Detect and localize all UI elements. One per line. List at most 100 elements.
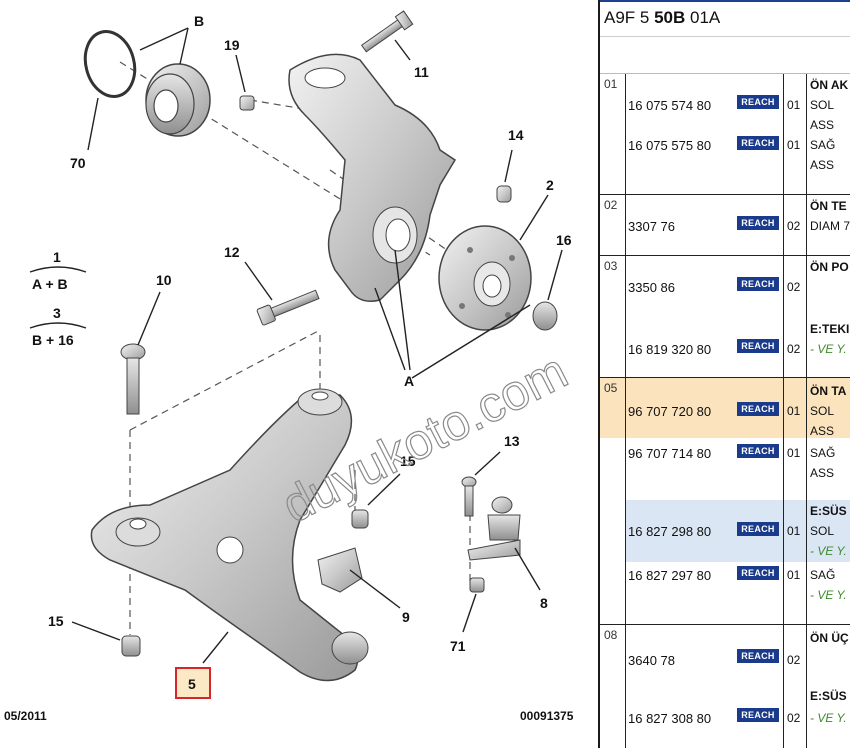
- bush-part: [496, 185, 512, 203]
- callout-71: 71: [450, 638, 466, 654]
- group-03: 03 3350 86 REACH 02 16 819 320 80 REACH …: [600, 256, 850, 378]
- callout-15-lower: 15: [48, 613, 64, 629]
- callout-19: 19: [224, 37, 240, 53]
- callout-11: 11: [414, 64, 429, 80]
- group-01: 01 16 075 574 80 REACH 01 16 075 575 80 …: [600, 74, 850, 195]
- description: ASS: [810, 158, 835, 172]
- quantity: 01: [787, 404, 801, 418]
- ball-joint-nut-part: [469, 577, 485, 593]
- part-number[interactable]: 3350 86: [628, 280, 675, 295]
- bush-15-upper: [351, 509, 369, 529]
- description-note: - VE Y.: [810, 544, 847, 558]
- steering-knuckle-part: [288, 53, 457, 302]
- group-number: 03: [604, 259, 618, 273]
- ball-joint-part: [467, 496, 521, 561]
- svg-text:1: 1: [53, 249, 61, 265]
- part-number[interactable]: 96 707 714 80: [628, 446, 712, 461]
- part-number[interactable]: 16 827 308 80: [628, 711, 712, 726]
- reach-badge: REACH: [737, 339, 779, 353]
- group-number: 02: [604, 198, 618, 212]
- callout-14: 14: [508, 127, 524, 143]
- part-number[interactable]: 96 707 720 80: [628, 404, 712, 419]
- panel-spacer: [600, 37, 850, 74]
- description: DIAM 7: [810, 219, 850, 233]
- reach-badge: REACH: [737, 566, 779, 580]
- arm-bolt-part: [120, 343, 146, 415]
- group-number: 05: [604, 381, 618, 395]
- reach-badge: REACH: [737, 277, 779, 291]
- part-number[interactable]: 16 827 298 80: [628, 524, 712, 539]
- quantity: 01: [787, 524, 801, 538]
- callout-5: 5: [188, 676, 196, 692]
- callout-70: 70: [70, 155, 86, 171]
- quantity: 02: [787, 711, 801, 725]
- description: E:TEKI: [810, 322, 850, 336]
- part-number[interactable]: 16 075 574 80: [628, 98, 712, 113]
- callout-9: 9: [402, 609, 410, 625]
- description-note: - VE Y.: [810, 711, 847, 725]
- control-arm-part: [90, 388, 369, 682]
- group-05: 05 96 707 720 80 REACH 01 96 707 714 80 …: [600, 378, 850, 625]
- screw-part: [461, 476, 477, 517]
- quantity: 02: [787, 280, 801, 294]
- description: ÖN AK: [810, 78, 849, 92]
- bracket-part: [317, 547, 363, 593]
- wheel-hub-part: [438, 225, 532, 331]
- description: SOL: [810, 524, 835, 538]
- description: ASS: [810, 424, 835, 438]
- description: SAĞ: [810, 446, 836, 460]
- callout-16: 16: [556, 232, 572, 248]
- group-number: 08: [604, 628, 618, 642]
- callout-A: A: [404, 373, 414, 389]
- part-number[interactable]: 3307 76: [628, 219, 675, 234]
- description: SAĞ: [810, 138, 836, 152]
- description: E:SÜS: [810, 504, 847, 518]
- diagram-reference: 00091375: [520, 709, 574, 723]
- parts-list-panel: A9F 5 50B 01A 01 16 075 574 80 REACH 01 …: [598, 0, 850, 748]
- group-02: 02 3307 76 REACH 02 ÖN TE DIAM 7: [600, 195, 850, 256]
- knuckle-bolt-part: [256, 289, 320, 326]
- callout-10: 10: [156, 272, 172, 288]
- description: SAĞ: [810, 568, 836, 582]
- svg-text:A + B: A + B: [32, 276, 68, 292]
- callout-8: 8: [540, 595, 548, 611]
- callout-B: B: [194, 13, 204, 29]
- svg-text:3: 3: [53, 305, 61, 321]
- quantity: 01: [787, 446, 801, 460]
- circlip-part: [83, 30, 137, 98]
- reach-badge: REACH: [737, 216, 779, 230]
- description: SOL: [810, 404, 835, 418]
- reach-badge: REACH: [737, 522, 779, 536]
- reach-badge: REACH: [737, 649, 779, 663]
- callout-5-box[interactable]: [175, 667, 211, 699]
- parts-diagram: B 19 11 70 14 2 16 12 10 A 13 15 8 9 71 …: [4, 10, 577, 723]
- description: ÖN TE: [810, 199, 847, 213]
- pinch-bolt-part: [360, 10, 414, 53]
- description: ÖN TA: [810, 384, 847, 398]
- wheel-bearing-part: [145, 63, 211, 137]
- part-number[interactable]: 16 827 297 80: [628, 568, 712, 583]
- callout-15-upper: 15: [400, 453, 416, 469]
- quantity: 01: [787, 568, 801, 582]
- legend-1: 1 A + B: [29, 249, 87, 292]
- callout-12: 12: [224, 244, 240, 260]
- diagram-date: 05/2011: [4, 709, 47, 723]
- description: ASS: [810, 118, 835, 132]
- description: E:SÜS: [810, 689, 847, 703]
- description: SOL: [810, 98, 835, 112]
- quantity: 01: [787, 138, 801, 152]
- hub-nut-part: [532, 301, 558, 331]
- reach-badge: REACH: [737, 95, 779, 109]
- panel-header: A9F 5 50B 01A: [600, 0, 850, 37]
- description: ÖN PO: [810, 260, 849, 274]
- reach-badge: REACH: [737, 402, 779, 416]
- legend-3: 3 B + 16: [29, 305, 87, 348]
- quantity: 02: [787, 342, 801, 356]
- part-number[interactable]: 16 819 320 80: [628, 342, 712, 357]
- reach-badge: REACH: [737, 444, 779, 458]
- part-number[interactable]: 3640 78: [628, 653, 675, 668]
- quantity: 01: [787, 98, 801, 112]
- part-number[interactable]: 16 075 575 80: [628, 138, 712, 153]
- reach-badge: REACH: [737, 708, 779, 722]
- svg-text:B + 16: B + 16: [32, 332, 74, 348]
